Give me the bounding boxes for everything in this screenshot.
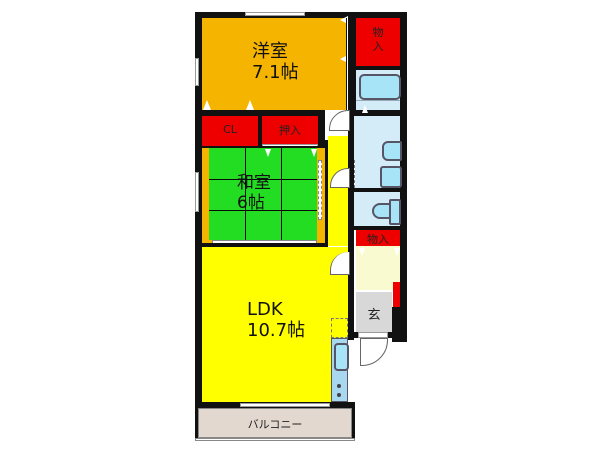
toilet-tank-icon <box>389 199 401 225</box>
ldk-size: 10.7帖 <box>247 319 306 341</box>
western-room-size: 7.1帖 <box>252 61 299 83</box>
wall-segment <box>195 243 328 247</box>
bath-divider <box>356 100 400 101</box>
corridor <box>328 136 348 246</box>
entrance: 玄 <box>356 292 392 332</box>
storage-oshiire: 押入 <box>262 116 318 144</box>
japanese-room-label: 和室 6帖 <box>237 173 271 213</box>
stove-burner-icon <box>337 393 341 397</box>
storage-top-right: 物 入 <box>356 18 400 66</box>
wall-segment <box>348 110 407 116</box>
storage-hall: 物入 <box>356 230 400 246</box>
outer-wall-right <box>400 12 407 342</box>
washroom-door-icon[interactable] <box>330 168 350 188</box>
wall-segment <box>348 12 356 110</box>
western-room-name: 洋室 <box>252 41 288 62</box>
door-marker-icon <box>246 100 254 110</box>
sink-icon <box>382 141 402 161</box>
door-marker-icon <box>362 105 368 113</box>
door-marker-icon <box>340 55 348 63</box>
door-marker-icon <box>203 100 211 110</box>
storage-oshiire-label: 押入 <box>279 124 301 137</box>
ldk-door-icon[interactable] <box>330 252 350 275</box>
wall-segment <box>258 110 262 146</box>
japanese-room-name: 和室 <box>237 173 271 193</box>
washing-machine-icon <box>380 166 402 188</box>
western-room-side-window <box>195 58 199 86</box>
door-marker-icon <box>265 149 271 157</box>
western-room-label: 洋室 7.1帖 <box>252 41 299 83</box>
japanese-room-size: 6帖 <box>237 192 265 213</box>
ldk: LDK 10.7帖 <box>202 247 348 402</box>
balcony-label: バルコニー <box>247 418 303 431</box>
ldk-label: LDK 10.7帖 <box>247 299 306 341</box>
japanese-room-sliding-door <box>318 160 322 220</box>
bathtub-icon <box>359 74 401 100</box>
storage-cl-label: CL <box>223 123 237 136</box>
wall-segment <box>325 140 328 243</box>
wall-segment <box>348 110 354 340</box>
japanese-room-window <box>195 172 199 212</box>
japanese-room: 和室 6帖 <box>209 148 317 240</box>
western-room-window <box>245 12 305 16</box>
ldk-name: LDK <box>247 299 283 320</box>
shoe-cabinet <box>393 282 400 307</box>
ldk-balcony-window <box>240 403 330 407</box>
door-marker-icon <box>340 16 348 24</box>
door-marker-icon <box>359 248 365 256</box>
storage-top-right-label: 物 入 <box>372 26 384 53</box>
wall-segment <box>348 188 407 192</box>
balcony-right-wall <box>352 402 355 440</box>
kitchen-sink-icon <box>334 343 349 371</box>
entrance-door-icon[interactable] <box>360 338 388 366</box>
wall-segment <box>348 226 407 230</box>
entrance-door-opening <box>358 332 388 338</box>
storage-cl: CL <box>202 116 258 146</box>
balcony-left-wall <box>195 402 198 440</box>
storage-hall-label: 物入 <box>367 233 389 246</box>
door-marker-icon <box>311 149 317 157</box>
western-room: 洋室 7.1帖 <box>202 18 346 110</box>
fridge-space <box>331 318 348 338</box>
western-room-door-icon[interactable] <box>329 110 350 131</box>
wall-segment <box>318 110 325 148</box>
door-marker-icon <box>394 248 400 256</box>
wall-segment <box>195 146 325 148</box>
outer-wall-top-right <box>348 12 406 18</box>
entrance-label: 玄 <box>367 308 381 323</box>
wall-segment <box>356 66 400 70</box>
balcony: バルコニー <box>198 408 352 438</box>
balcony-railing <box>195 438 355 441</box>
stove-burner-icon <box>337 384 341 388</box>
